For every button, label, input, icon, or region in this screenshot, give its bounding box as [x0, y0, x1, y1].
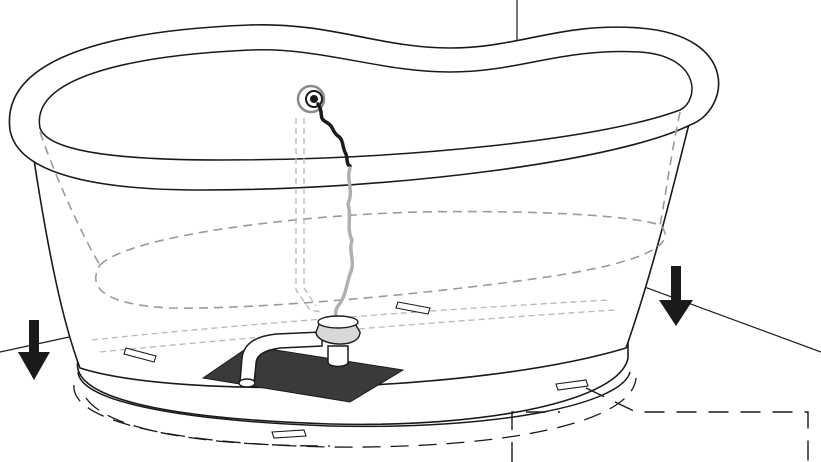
tub-inner-rim [38, 49, 693, 161]
base-ground-outline [73, 377, 637, 448]
overflow-assembly [295, 84, 355, 324]
overflow-cable-upper [316, 102, 352, 168]
leveling-shim [123, 347, 157, 363]
leveling-shim [555, 379, 589, 391]
down-arrow-right [659, 266, 693, 326]
overflow-tube-hidden [295, 118, 323, 313]
bathtub [8, 23, 720, 389]
leveling-shim [395, 301, 431, 315]
floor-contact-area [511, 387, 809, 462]
waste-pipe [239, 331, 323, 385]
tub-floor-outline [94, 210, 666, 309]
down-arrow-left [18, 320, 50, 380]
tub-rim [8, 23, 720, 191]
overflow-cable-lower [333, 166, 355, 324]
leveling-shim [271, 429, 307, 439]
leveling-shims [123, 301, 589, 439]
drain-assembly [201, 315, 405, 403]
